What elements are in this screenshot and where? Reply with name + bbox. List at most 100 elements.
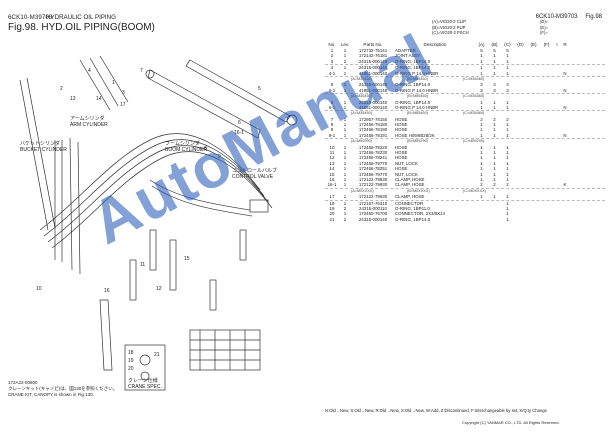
cell-desc: HOSE xyxy=(395,166,408,172)
cell-qty xyxy=(527,182,540,187)
cell-qty: 1 xyxy=(493,53,496,59)
callout-2: 2 xyxy=(60,86,63,92)
header-qe: (E) xyxy=(530,42,537,47)
cell-desc: JOINT ASSY xyxy=(395,53,421,59)
cell-qty xyxy=(540,217,553,222)
cell-qty: 1 xyxy=(480,194,483,200)
cell-no: 18 xyxy=(329,200,335,206)
cell-qty: 1 xyxy=(506,200,509,206)
cell-qty: 1 xyxy=(480,127,483,133)
cell-no: 13 xyxy=(329,160,335,166)
cell-lev: 1 xyxy=(343,65,347,71)
cell-desc: HOSE xyxy=(395,150,408,156)
cell-no: 6-1 xyxy=(328,104,336,110)
cell-qty: 3 xyxy=(506,87,509,93)
cell-qty: 1 xyxy=(480,104,483,110)
label-arm-cyl-jp: アームシリンダ xyxy=(70,115,105,122)
cell-qty xyxy=(514,88,527,93)
cell-no: 11 xyxy=(329,150,335,156)
svg-text:8: 8 xyxy=(204,146,207,152)
cell-lev: 1 xyxy=(343,171,347,177)
cell-no: 16 xyxy=(329,176,335,182)
cell-lev: 1 xyxy=(343,122,347,128)
svg-text:20: 20 xyxy=(128,366,134,372)
table-row-serial: (A=M35450)(B=M85460)(C=M35460) xyxy=(325,111,605,116)
cell-no: 12 xyxy=(329,155,335,161)
svg-text:1: 1 xyxy=(112,80,115,86)
svg-text:11: 11 xyxy=(140,262,145,268)
cell-lev: 1 xyxy=(343,211,347,217)
cell-part: 24315-000140 xyxy=(358,99,388,105)
callout-20: 20 xyxy=(128,366,134,372)
serial-b: (B=M59290) xyxy=(407,139,428,144)
header-i: I xyxy=(556,42,558,47)
cell-no: 14 xyxy=(329,166,335,172)
svg-text:19: 19 xyxy=(128,358,134,364)
serial-c: (C=M35460) xyxy=(463,76,485,81)
cell-qty: 1 xyxy=(493,144,496,150)
cell-desc: O-RING P 14.0 HNBR xyxy=(395,87,439,93)
legend-footer: N:Old→New, S:Old→New, R:Old→New, S:Old→N… xyxy=(325,408,547,413)
cell-qty: 1 xyxy=(480,166,483,172)
cell-part: 172456-78220 xyxy=(358,144,388,150)
callout-3: 3 xyxy=(122,90,125,96)
cell-qty: 1 xyxy=(493,127,496,133)
callout-19: 19 xyxy=(128,358,134,364)
cell-qty: 1 xyxy=(493,132,496,138)
cell-qty: 1 xyxy=(506,211,509,217)
cell-lev: 1 xyxy=(343,48,347,53)
cell-qty: 1 xyxy=(506,160,509,166)
svg-text:5: 5 xyxy=(258,86,261,92)
table-row-serial: (A=M35450)(B=M85460)(C=M35460) xyxy=(325,94,605,99)
footnote-jp: クレーンキット(キャノピ)は、図130を参照ください。 xyxy=(8,386,118,391)
cell-qty: 2 xyxy=(480,116,483,122)
svg-text:15: 15 xyxy=(184,256,190,262)
header-r: R xyxy=(563,42,567,47)
cell-part: 24315-000140 xyxy=(358,216,388,222)
callout-11: 11 xyxy=(140,262,145,268)
cell-part: 172456-78190 xyxy=(358,127,388,133)
cell-desc: HOSE xyxy=(395,155,408,161)
cell-desc: HOSE xyxy=(395,127,408,133)
header-section: HYDRAULIC OIL PIPING xyxy=(46,14,116,21)
header-qd: (D) xyxy=(517,42,524,47)
cell-no: 19 xyxy=(329,205,335,211)
cell-qty: 1 xyxy=(480,65,483,71)
label-control-valve-en: CONTROL VALVE xyxy=(232,174,274,180)
svg-text:21: 21 xyxy=(154,352,160,358)
cell-part: 24315-000140 xyxy=(358,65,388,71)
cell-qty xyxy=(514,71,527,76)
cell-desc: CLAMP, HOSE xyxy=(395,176,425,182)
cell-no: 10 xyxy=(329,144,335,150)
cell-desc: O-RING, 1BP14.0 xyxy=(395,58,431,64)
cell-qty: 1 xyxy=(493,171,496,177)
svg-text:17: 17 xyxy=(120,102,126,108)
header-lev: Lev. xyxy=(340,42,350,47)
cell-qty xyxy=(527,133,540,138)
cell-lev: 1 xyxy=(343,194,347,200)
cell-qty: 1 xyxy=(480,144,483,150)
cell-lev: 1 xyxy=(343,155,347,161)
cell-qty: 3 xyxy=(493,82,496,88)
cell-qty xyxy=(514,217,527,222)
header-right-model: 6CK10-M39703 xyxy=(535,14,578,20)
svg-text:2: 2 xyxy=(60,86,63,92)
serial-b: (B=M85460) xyxy=(407,94,428,99)
cell-desc: CONNECTOR xyxy=(395,200,424,206)
cell-desc: O-RING, 1BP14.0 xyxy=(395,99,431,105)
cell-no: 20 xyxy=(329,211,335,217)
callout-7: 7 xyxy=(140,68,143,74)
cell-qty: 3 xyxy=(480,82,483,88)
cell-lev: 1 xyxy=(343,144,347,150)
cell-qty: 1 xyxy=(506,53,509,59)
footnote-en: CRANE KIT, CANOPY is shown in Fig.130. xyxy=(8,392,94,397)
cell-desc: O-RING, 1BP14.0 xyxy=(395,82,431,88)
